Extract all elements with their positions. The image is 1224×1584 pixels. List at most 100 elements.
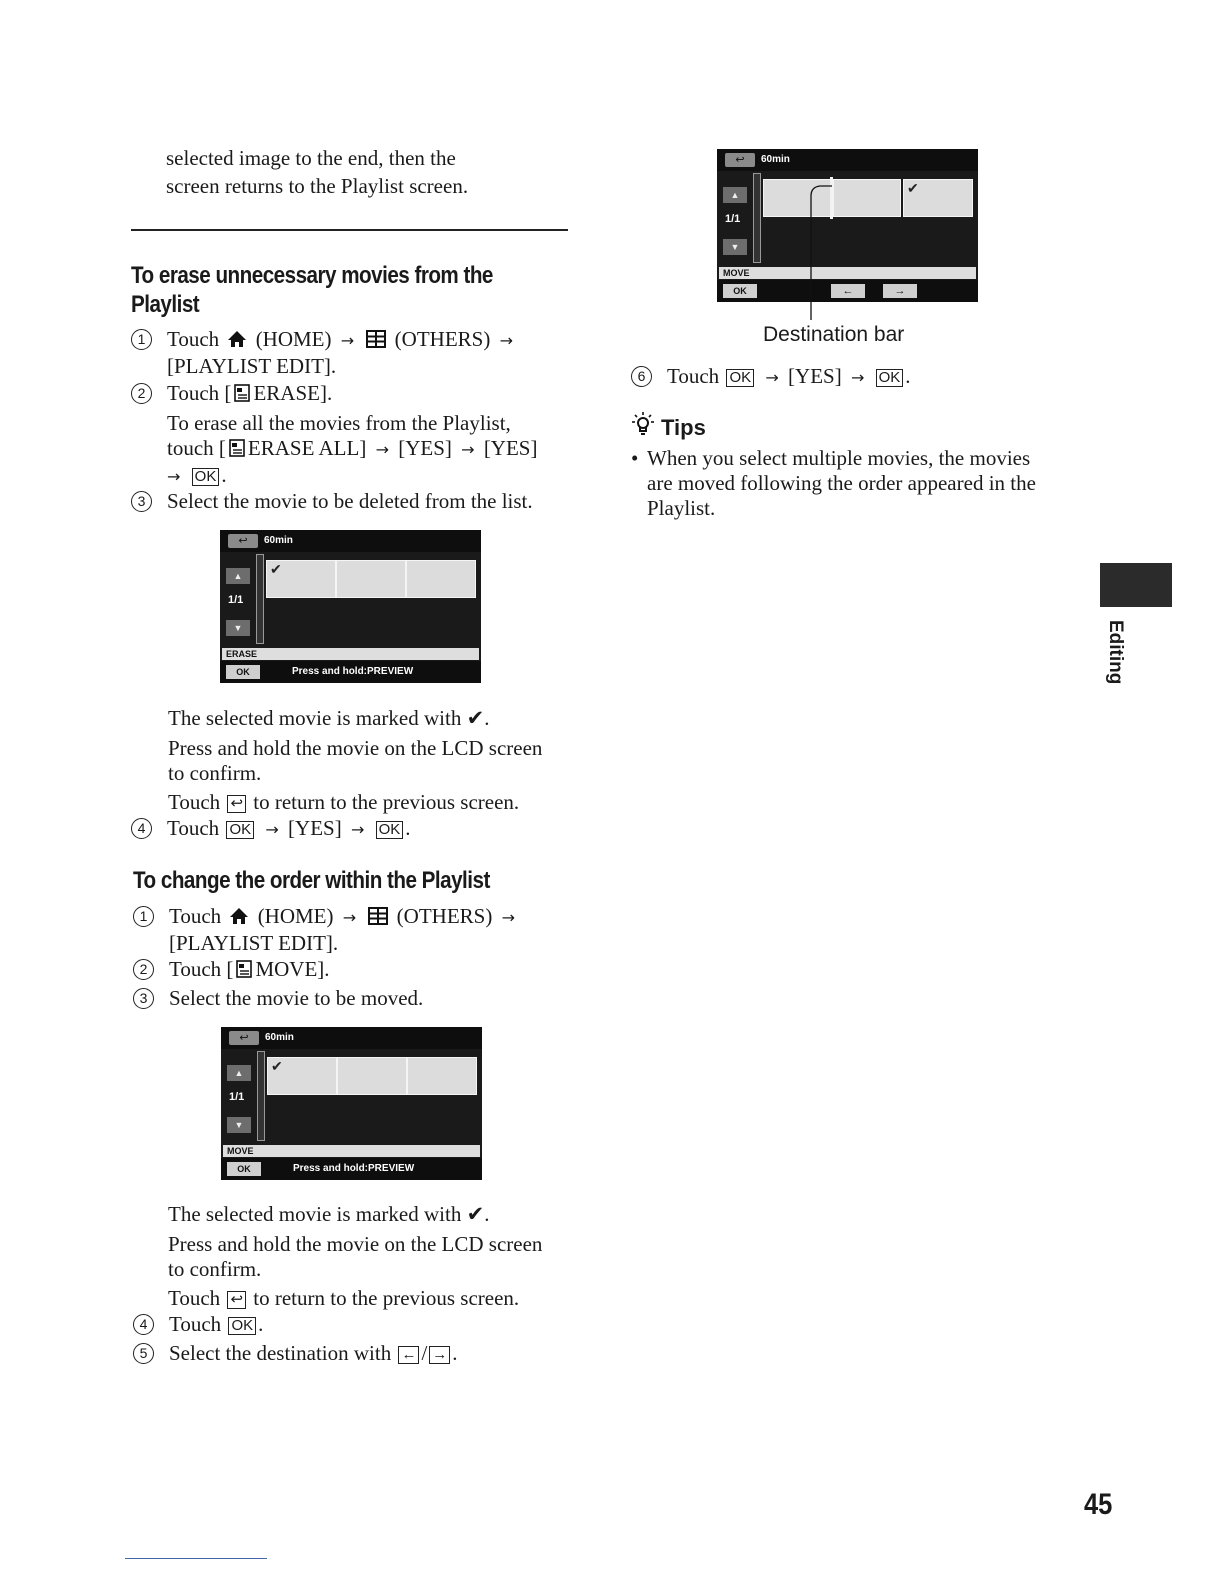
others-label: (OTHERS) (396, 904, 493, 928)
press-hold-text: Press and hold the movie on the LCD scre… (168, 1232, 543, 1256)
intro-line-2: screen returns to the Playlist screen. (166, 174, 469, 198)
ok-button-icon: OK (228, 1317, 257, 1335)
step-number: 4 (133, 1314, 154, 1335)
section-tab-block (1100, 563, 1172, 607)
right-arrow-button[interactable]: → (883, 284, 917, 298)
arrow-glyph: → (375, 440, 389, 459)
erase-step-3-text: Select the movie to be deleted from the … (167, 489, 533, 513)
scroll-down-icon[interactable]: ▼ (723, 239, 747, 255)
scroll-up-icon[interactable]: ▲ (226, 568, 250, 584)
battery-indicator: 60min (265, 1032, 294, 1043)
intro-line-1: selected image to the end, then the (166, 146, 456, 170)
back-icon[interactable]: ↩ (228, 534, 258, 548)
scrollbar[interactable] (753, 173, 761, 263)
ok-button-icon: OK (375, 821, 404, 839)
movie-thumbnail[interactable]: ✔ (267, 1057, 337, 1095)
movie-thumbnail[interactable] (407, 1057, 477, 1095)
press-hold-text: Press and hold the movie on the LCD scre… (168, 736, 543, 760)
touch-label: Touch [ (169, 957, 234, 981)
arrow-glyph: → (167, 467, 181, 486)
page-counter: 1/1 (228, 594, 244, 606)
home-label: (HOME) (257, 904, 334, 928)
scroll-down-icon[interactable]: ▼ (226, 620, 250, 636)
touch-label: Touch (169, 904, 222, 928)
yes-label: [YES] (483, 436, 538, 460)
move-label: MOVE]. (255, 957, 330, 981)
scroll-down-icon[interactable]: ▼ (227, 1117, 251, 1133)
home-label: (HOME) (255, 327, 332, 351)
period: . (405, 816, 411, 840)
period: . (484, 706, 490, 730)
footer-rule (125, 1558, 267, 1559)
return-text: to return to the previous screen. (253, 1286, 520, 1310)
back-icon[interactable]: ↩ (229, 1031, 259, 1045)
home-icon (229, 906, 249, 931)
others-icon (366, 329, 387, 354)
erase-heading-line-1: To erase unnecessary movies from the (131, 262, 493, 289)
ok-button[interactable]: OK (226, 665, 260, 679)
erase-notes: The selected movie is marked with ✔. Pre… (168, 706, 568, 815)
movie-thumbnail[interactable]: ✔ (903, 179, 973, 217)
tips-header: Tips (631, 411, 706, 442)
back-icon[interactable]: ↩ (725, 153, 755, 167)
step-number: 3 (131, 491, 152, 512)
section-divider (131, 229, 568, 231)
mode-bar: ERASE (222, 648, 479, 660)
lcd-destination-screen: ↩ 60min ▲ 1/1 ▼ ✔ MOVE OK ← → (717, 149, 978, 302)
movie-thumbnail[interactable] (763, 179, 833, 217)
playlist-edit-label: [PLAYLIST EDIT]. (169, 931, 339, 955)
movie-thumbnail[interactable] (833, 179, 901, 217)
destination-bar-marker (830, 177, 833, 219)
touch-label: Touch (167, 327, 220, 351)
yes-label: [YES] (788, 364, 842, 388)
to-confirm-text: to confirm. (168, 761, 262, 785)
select-destination-text: Select the destination with (169, 1341, 392, 1365)
erase-label: ERASE]. (253, 381, 333, 405)
step-number: 2 (133, 959, 154, 980)
battery-indicator: 60min (761, 154, 790, 165)
step-number: 1 (133, 906, 154, 927)
touch-label: Touch (168, 790, 221, 814)
left-arrow-button-icon: ← (398, 1346, 420, 1364)
right-arrow-button-icon: → (429, 1346, 451, 1364)
arrow-glyph: → (350, 820, 365, 839)
movie-thumbnail[interactable]: ✔ (266, 560, 336, 598)
playlist-edit-label: [PLAYLIST EDIT]. (167, 354, 337, 378)
scrollbar[interactable] (256, 554, 264, 644)
touch-label: Touch (169, 1312, 222, 1336)
destination-callout-line (810, 185, 832, 320)
period: . (452, 1341, 458, 1365)
marked-text: The selected movie is marked with (168, 706, 462, 730)
movie-thumbnail[interactable] (337, 1057, 407, 1095)
step-number: 4 (131, 818, 152, 839)
arrow-glyph: → (765, 368, 779, 387)
lcd-move-screen: ↩ 60min ▲ 1/1 ▼ ✔ MOVE OK Press and hold… (221, 1027, 482, 1180)
ok-button-icon: OK (875, 369, 904, 387)
ok-button[interactable]: OK (723, 284, 757, 298)
scroll-up-icon[interactable]: ▲ (227, 1065, 251, 1081)
period: . (221, 463, 227, 487)
step-number: 3 (133, 988, 154, 1009)
tip-line-2: are moved following the order appeared i… (647, 471, 1036, 495)
tip-item: • When you select multiple movies, the m… (631, 446, 1071, 521)
touch-label: Touch (168, 1286, 221, 1310)
page-counter: 1/1 (725, 213, 741, 225)
section-tab-text: Editing (1105, 620, 1126, 685)
period: . (258, 1312, 264, 1336)
erase-all-note: To erase all the movies from the Playlis… (167, 411, 567, 489)
ok-button[interactable]: OK (227, 1162, 261, 1176)
others-label: (OTHERS) (394, 327, 491, 351)
preview-hint: Press and hold:PREVIEW (293, 1163, 415, 1174)
period: . (905, 364, 911, 388)
arrow-glyph: → (265, 820, 279, 839)
arrow-glyph: → (340, 331, 355, 350)
left-arrow-button[interactable]: ← (831, 284, 865, 298)
arrow-glyph: → (342, 908, 357, 927)
order-step-3-text: Select the movie to be moved. (169, 986, 424, 1010)
scroll-up-icon[interactable]: ▲ (723, 187, 747, 203)
touch-label: Touch (167, 816, 220, 840)
movie-thumbnail[interactable] (406, 560, 476, 598)
return-icon: ↩ (227, 795, 247, 813)
scrollbar[interactable] (257, 1051, 265, 1141)
movie-thumbnail[interactable] (336, 560, 406, 598)
